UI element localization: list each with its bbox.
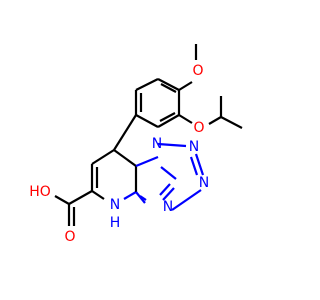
bond: [208, 116, 222, 125]
tetrazole-n4-label: N: [163, 199, 173, 215]
nh-group: N H: [110, 197, 121, 231]
acid-carbonyl-oxygen-label: O: [64, 229, 75, 245]
bond: [157, 114, 180, 128]
bond: [162, 187, 175, 201]
dihydropyrimidine-ring: [90, 149, 138, 200]
bond: [54, 195, 70, 205]
acid-hydroxyl-label: HO: [29, 184, 51, 200]
structure-canvas: O O N N N N N H: [29, 44, 243, 245]
bond: [178, 81, 193, 91]
molecule-drawing: O O N N N N N H: [29, 44, 243, 245]
tetrazole-ring: N N N N: [135, 136, 209, 215]
bond: [159, 183, 171, 196]
bond: [91, 190, 105, 200]
bond: [159, 112, 176, 122]
bond: [123, 191, 137, 200]
bond: [91, 149, 115, 165]
bond: [178, 114, 193, 124]
methoxy-group: O: [178, 44, 204, 91]
bond: [160, 83, 177, 93]
bond: [157, 142, 187, 148]
nh-hydrogen-label: H: [110, 215, 121, 231]
ether-oxygen-label: O: [193, 120, 204, 136]
bond: [135, 114, 159, 128]
isopropoxy-group: O: [178, 96, 243, 136]
nh-nitrogen-label: N: [110, 197, 120, 213]
bond: [135, 155, 159, 168]
tetrazole-n3-label: N: [199, 175, 209, 191]
bond: [68, 190, 93, 205]
methoxy-oxygen-label: O: [192, 63, 203, 79]
bond: [160, 166, 177, 180]
bond: [189, 156, 199, 176]
bond: [135, 78, 159, 91]
bond: [113, 114, 137, 151]
carboxylic-acid-group: HO O: [29, 184, 93, 245]
benzene-ring: [134, 78, 181, 128]
bond: [113, 149, 137, 167]
bond: [139, 195, 147, 201]
bond: [171, 189, 202, 211]
tetrazole-n1-label: N: [152, 136, 162, 152]
tetrazole-n2-label: N: [189, 139, 199, 155]
bond: [220, 116, 243, 129]
bond: [157, 78, 180, 91]
bond: [194, 153, 205, 176]
